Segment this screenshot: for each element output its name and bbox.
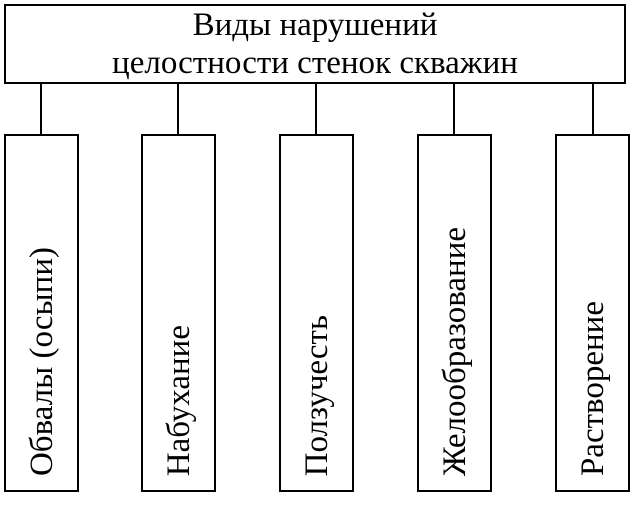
child-label-swelling: Набухание [160, 324, 197, 476]
child-node-swelling: Набухание [141, 134, 216, 492]
connector-line-5 [592, 84, 594, 134]
root-title-line-1: Виды нарушений [192, 7, 438, 43]
connector-line-2 [177, 84, 179, 134]
child-node-creep: Ползучесть [279, 134, 354, 492]
root-node: Виды нарушений целостности стенок скважи… [4, 4, 626, 84]
connector-line-3 [315, 84, 317, 134]
connector-line-4 [453, 84, 455, 134]
child-node-collapses: Обвалы (осыпи) [4, 134, 79, 492]
connector-line-1 [40, 84, 42, 134]
child-label-creep: Ползучесть [298, 314, 335, 476]
child-label-collapses: Обвалы (осыпи) [23, 246, 60, 476]
child-node-dissolution: Растворение [555, 134, 630, 492]
child-label-dissolution: Растворение [574, 300, 611, 476]
root-title-line-2: целостности стенок скважин [112, 45, 518, 81]
child-label-keyseating: Желообразование [436, 226, 473, 476]
child-node-keyseating: Желообразование [417, 134, 492, 492]
